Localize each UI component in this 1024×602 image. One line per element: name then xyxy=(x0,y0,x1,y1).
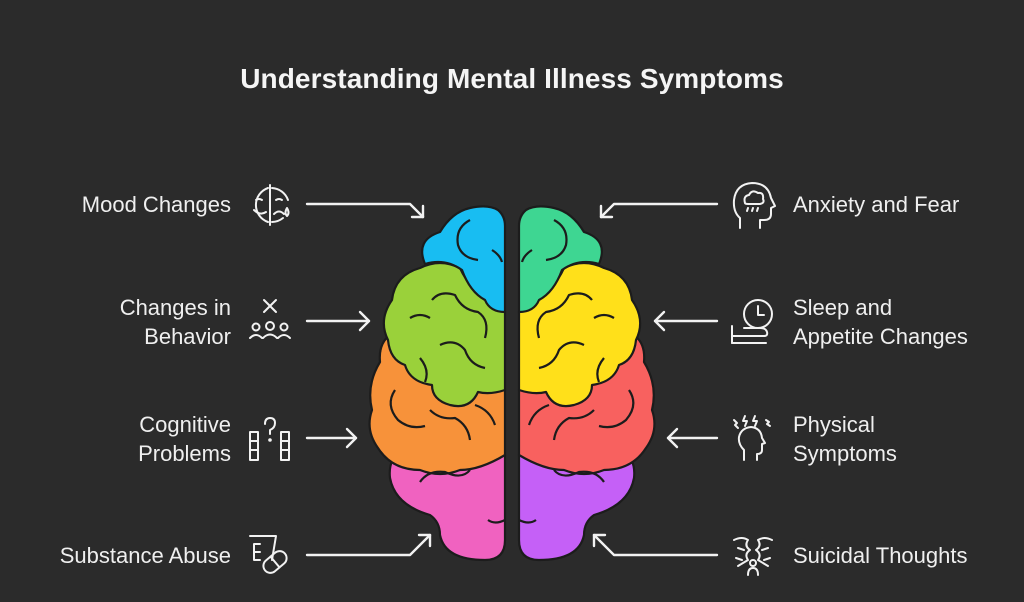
label-physical-symptoms: Physical Symptoms xyxy=(793,410,897,468)
label-line: Changes in xyxy=(119,295,231,320)
people-cross-icon xyxy=(249,299,291,339)
arrow-anxiety-and-fear xyxy=(599,202,719,219)
label-line: Sleep and xyxy=(793,295,893,320)
arrow-suicidal-thoughts xyxy=(592,533,719,557)
label-suicidal-thoughts: Suicidal Thoughts xyxy=(793,543,968,568)
label-anxiety-and-fear: Anxiety and Fear xyxy=(793,192,960,217)
label-sleep-appetite-changes: Sleep and Appetite Changes xyxy=(793,293,968,351)
head-pain-icon xyxy=(733,415,771,461)
head-raincloud-icon xyxy=(732,182,776,229)
arrow-physical-symptoms xyxy=(666,427,719,449)
label-changes-in-behavior: Changes in Behavior xyxy=(120,293,231,351)
arrow-cognitive-problems xyxy=(305,427,358,449)
arrow-substance-abuse xyxy=(305,533,432,557)
label-line: Problems xyxy=(138,441,231,466)
page-title: Understanding Mental Illness Symptoms xyxy=(240,63,784,94)
question-blocks-icon xyxy=(249,417,290,461)
bed-clock-icon xyxy=(731,299,773,344)
drama-mask-icon xyxy=(253,184,290,226)
label-line: Cognitive xyxy=(139,412,231,437)
pill-glass-icon xyxy=(249,535,288,574)
arrow-mood-changes xyxy=(305,202,425,219)
brain-lobe-teal xyxy=(517,205,603,314)
label-line: Physical xyxy=(793,412,875,437)
label-line: Behavior xyxy=(144,324,231,349)
brain-left-hemisphere xyxy=(368,205,507,562)
brain-lobe-blue xyxy=(421,205,507,314)
arrow-changes-in-behavior xyxy=(305,310,371,332)
label-line: Symptoms xyxy=(793,441,897,466)
arrow-sleep-appetite xyxy=(653,310,719,332)
label-cognitive-problems: Cognitive Problems xyxy=(138,410,231,468)
brain-right-hemisphere xyxy=(517,205,656,562)
person-distress-icon xyxy=(733,537,773,576)
label-substance-abuse: Substance Abuse xyxy=(59,543,231,568)
brain-lobe-pink xyxy=(388,450,507,562)
brain-lobe-purple xyxy=(517,450,636,562)
label-mood-changes: Mood Changes xyxy=(81,192,231,217)
label-line: Appetite Changes xyxy=(793,324,968,349)
